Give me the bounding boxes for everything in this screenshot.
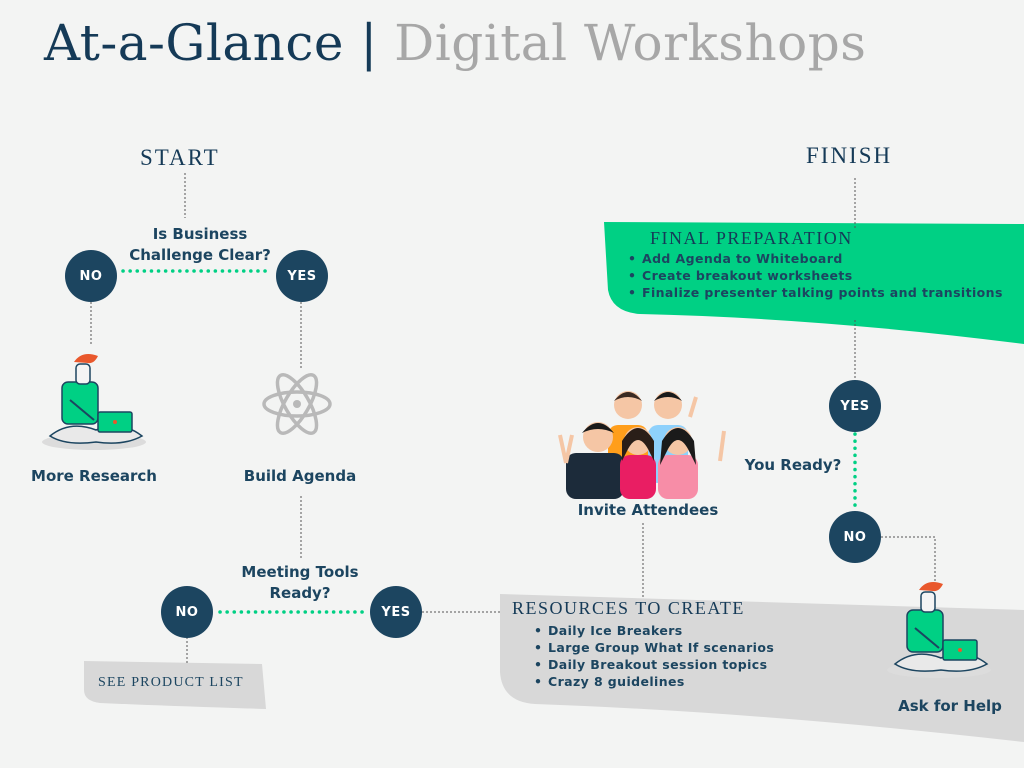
person-laptop-icon-right <box>887 582 991 678</box>
more-research-label: More Research <box>31 467 157 485</box>
page-title: At-a-Glance | Digital Workshops <box>44 14 866 72</box>
list-item: Large Group What If scenarios <box>532 639 774 656</box>
decision-yes-1: YES <box>276 250 328 302</box>
build-agenda-label: Build Agenda <box>243 467 357 485</box>
resources-list: Daily Ice Breakers Large Group What If s… <box>532 622 774 690</box>
final-prep-title: FINAL PREPARATION <box>650 228 853 248</box>
person-laptop-icon <box>42 354 146 450</box>
invite-attendees-label: Invite Attendees <box>577 501 719 519</box>
question-line-2: Ready? <box>269 584 331 602</box>
question-line-1: Is Business <box>152 225 248 243</box>
atom-icon <box>262 373 332 435</box>
list-item: Daily Ice Breakers <box>532 622 774 639</box>
question-line-1: Meeting Tools <box>241 563 359 581</box>
list-item: Add Agenda to Whiteboard <box>626 250 1003 267</box>
list-item: Create breakout worksheets <box>626 267 1003 284</box>
product-list-panel <box>84 661 266 709</box>
question-line-2: Challenge Clear? <box>129 246 271 264</box>
list-item: Crazy 8 guidelines <box>532 673 774 690</box>
start-label: START <box>140 145 220 170</box>
question-business-challenge: Is Business Challenge Clear? <box>110 224 290 266</box>
decision-no-2: NO <box>161 586 213 638</box>
decision-no-1: NO <box>65 250 117 302</box>
see-product-list-label: SEE PRODUCT LIST <box>98 675 244 690</box>
list-item: Finalize presenter talking points and tr… <box>626 284 1003 301</box>
question-you-ready: You Ready? <box>744 456 842 474</box>
final-prep-list: Add Agenda to Whiteboard Create breakout… <box>626 250 1003 301</box>
title-sub: Digital Workshops <box>394 14 867 72</box>
question-meeting-tools: Meeting Tools Ready? <box>210 562 390 604</box>
decision-yes-2: YES <box>370 586 422 638</box>
title-main: At-a-Glance <box>44 14 344 72</box>
decision-no-3: NO <box>829 511 881 563</box>
list-item: Daily Breakout session topics <box>532 656 774 673</box>
group-people-icon <box>558 391 726 499</box>
ask-for-help-label: Ask for Help <box>898 697 1002 715</box>
finish-label: FINISH <box>806 143 893 168</box>
decision-yes-3: YES <box>829 380 881 432</box>
title-separator: | <box>360 14 378 72</box>
resources-title: RESOURCES TO CREATE <box>512 598 745 618</box>
